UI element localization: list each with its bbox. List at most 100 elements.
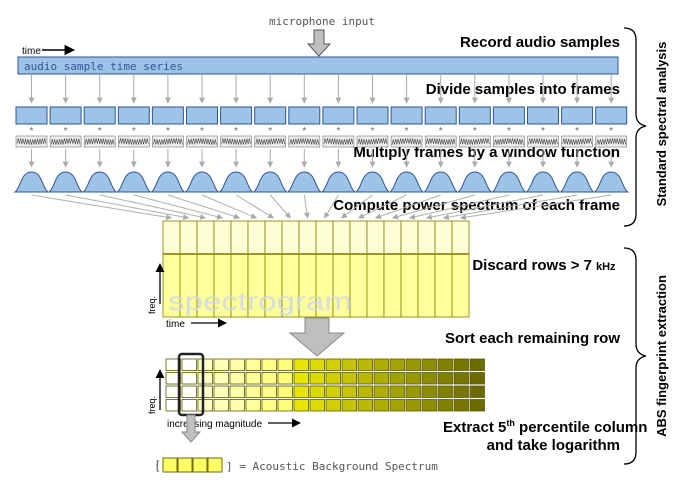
waveform-trace bbox=[323, 138, 354, 145]
sorted-cell bbox=[309, 399, 325, 412]
window-operator: * bbox=[302, 126, 306, 137]
window-operator: * bbox=[507, 126, 511, 137]
waveform-trace bbox=[153, 138, 183, 145]
waveform-box bbox=[356, 135, 389, 148]
power-arrow bbox=[442, 194, 578, 221]
spectrogram-discard-cell bbox=[179, 220, 198, 255]
sorted-cell bbox=[373, 399, 389, 412]
abs-extraction-brace bbox=[623, 247, 647, 465]
waveform-trace bbox=[84, 138, 115, 145]
legend-cell bbox=[162, 457, 178, 473]
frame-box bbox=[15, 106, 48, 125]
frame-box bbox=[356, 106, 389, 125]
sorted-cell bbox=[165, 372, 181, 385]
waveform-box bbox=[493, 135, 525, 148]
sorted-cell bbox=[213, 385, 229, 398]
waveform-box bbox=[595, 135, 628, 148]
frame-waveform bbox=[152, 135, 184, 148]
waveform-box bbox=[527, 135, 559, 148]
frame-box bbox=[83, 106, 116, 125]
step-extract-sup: th bbox=[506, 418, 515, 428]
window-shape bbox=[490, 171, 528, 193]
sorted-cell bbox=[229, 399, 245, 412]
frame-box bbox=[492, 106, 525, 125]
window-shape bbox=[422, 171, 459, 193]
spectrogram-cell bbox=[434, 253, 453, 318]
sorted-cell bbox=[373, 358, 389, 371]
window-shape bbox=[115, 171, 152, 193]
power-arrow bbox=[303, 194, 310, 219]
frame-waveform bbox=[356, 135, 389, 148]
window-operator: * bbox=[200, 126, 204, 137]
waveform-box bbox=[220, 135, 252, 148]
waveform-trace bbox=[221, 138, 251, 145]
waveform-box bbox=[424, 135, 457, 148]
power-arrow bbox=[31, 194, 173, 221]
sorted-grid bbox=[165, 358, 485, 412]
waveform-box bbox=[118, 135, 150, 148]
sorted-cell bbox=[341, 399, 357, 412]
sorted-cell bbox=[453, 399, 469, 412]
sorted-cell bbox=[245, 385, 261, 398]
waveform-box bbox=[186, 135, 218, 148]
sorted-cell bbox=[293, 372, 309, 385]
spectrogram-discard-cell bbox=[213, 220, 232, 255]
frame-box bbox=[49, 106, 82, 125]
sorted-cell bbox=[309, 372, 325, 385]
power-arrow bbox=[65, 194, 190, 220]
sorted-cell bbox=[341, 358, 357, 371]
sorted-cell bbox=[341, 372, 357, 385]
frame-box bbox=[561, 106, 594, 125]
window-operator: * bbox=[268, 126, 272, 137]
abs-extraction-label: ABS fingerprint extraction bbox=[654, 275, 669, 437]
spectrogram-discard-cell bbox=[451, 220, 470, 255]
step-power-label: Compute power spectrum of each frame bbox=[333, 197, 620, 214]
sorted-cell bbox=[357, 385, 373, 398]
sorted-cell bbox=[373, 385, 389, 398]
sorted-cell bbox=[261, 372, 277, 385]
sorted-cell bbox=[165, 385, 181, 398]
sorted-cell bbox=[261, 358, 277, 371]
window-operator: * bbox=[575, 126, 579, 137]
power-arrow bbox=[459, 194, 612, 221]
power-arrow bbox=[99, 194, 207, 220]
window-shape bbox=[47, 171, 84, 193]
waveform-box bbox=[390, 135, 423, 148]
window-operator: * bbox=[473, 126, 477, 137]
window-operator: * bbox=[439, 126, 443, 137]
step-extract-line2: and take logarithm bbox=[487, 437, 620, 454]
spectrogram-discard-cell bbox=[366, 220, 385, 255]
sorted-cell bbox=[293, 385, 309, 398]
waveform-trace bbox=[187, 138, 217, 145]
frame-waveform bbox=[493, 135, 525, 148]
waveform-box bbox=[83, 135, 116, 148]
sorted-cell bbox=[325, 385, 341, 398]
waveform-trace bbox=[119, 138, 149, 145]
frame-box bbox=[458, 106, 491, 125]
spectrogram-discard-cell bbox=[196, 220, 215, 255]
window-shape bbox=[81, 171, 118, 193]
frames-layer: ****************** bbox=[13, 75, 630, 193]
frame-box bbox=[288, 106, 321, 125]
frame-waveform bbox=[561, 135, 593, 148]
legend-open-bracket: [ bbox=[154, 459, 161, 473]
spectrogram-freq-label: freq. bbox=[147, 296, 157, 314]
spectrogram-cell bbox=[451, 253, 470, 318]
waveform-trace bbox=[596, 138, 626, 145]
power-arrow bbox=[324, 194, 339, 219]
window-operator: * bbox=[234, 126, 238, 137]
spectrogram-cell bbox=[383, 253, 402, 318]
frame-box bbox=[390, 106, 423, 125]
spectrogram-discard-cell bbox=[332, 220, 351, 255]
microphone-input-label: microphone input bbox=[269, 15, 375, 28]
window-operator: * bbox=[30, 126, 34, 137]
step-extract-line1: Extract 5th percentile column bbox=[443, 418, 647, 436]
power-arrow bbox=[167, 194, 241, 220]
step-discard-label: Discard rows > 7 bbox=[472, 257, 592, 274]
sorted-cell bbox=[421, 372, 437, 385]
window-operator: * bbox=[541, 126, 545, 137]
step-extract-pre: Extract 5 bbox=[443, 419, 506, 436]
step-divide-label: Divide samples into frames bbox=[426, 81, 620, 98]
spectrogram-discard-cell bbox=[162, 220, 181, 255]
spectrogram-discard-cell bbox=[417, 220, 436, 255]
